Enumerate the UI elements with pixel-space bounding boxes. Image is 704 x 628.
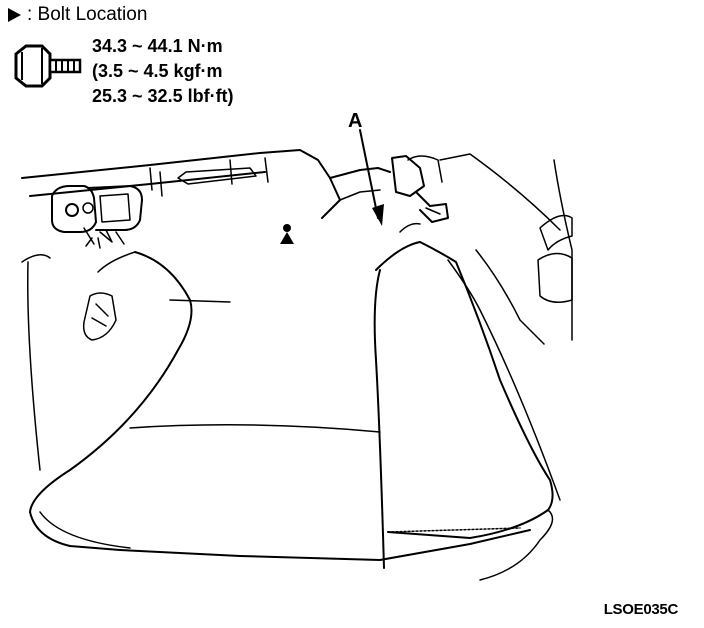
bolt-icon [14, 44, 82, 88]
torque-kgfm: (3.5 ~ 4.5 kgf·m [92, 61, 223, 81]
callout-label-a: A [348, 110, 363, 132]
figure-code: LSOE035C [603, 601, 679, 618]
torque-specification: 34.3 ~ 44.1 N·m (3.5 ~ 4.5 kgf·m 25.3 ~ … [92, 34, 234, 109]
legend-text: : Bolt Location [27, 4, 148, 25]
bolt-location-triangle-icon [8, 8, 21, 22]
bolt-location-legend: : Bolt Location [8, 4, 147, 26]
torque-nm: 34.3 ~ 44.1 N·m [92, 36, 223, 56]
torque-lbfft: 25.3 ~ 32.5 lbf·ft) [92, 86, 234, 106]
